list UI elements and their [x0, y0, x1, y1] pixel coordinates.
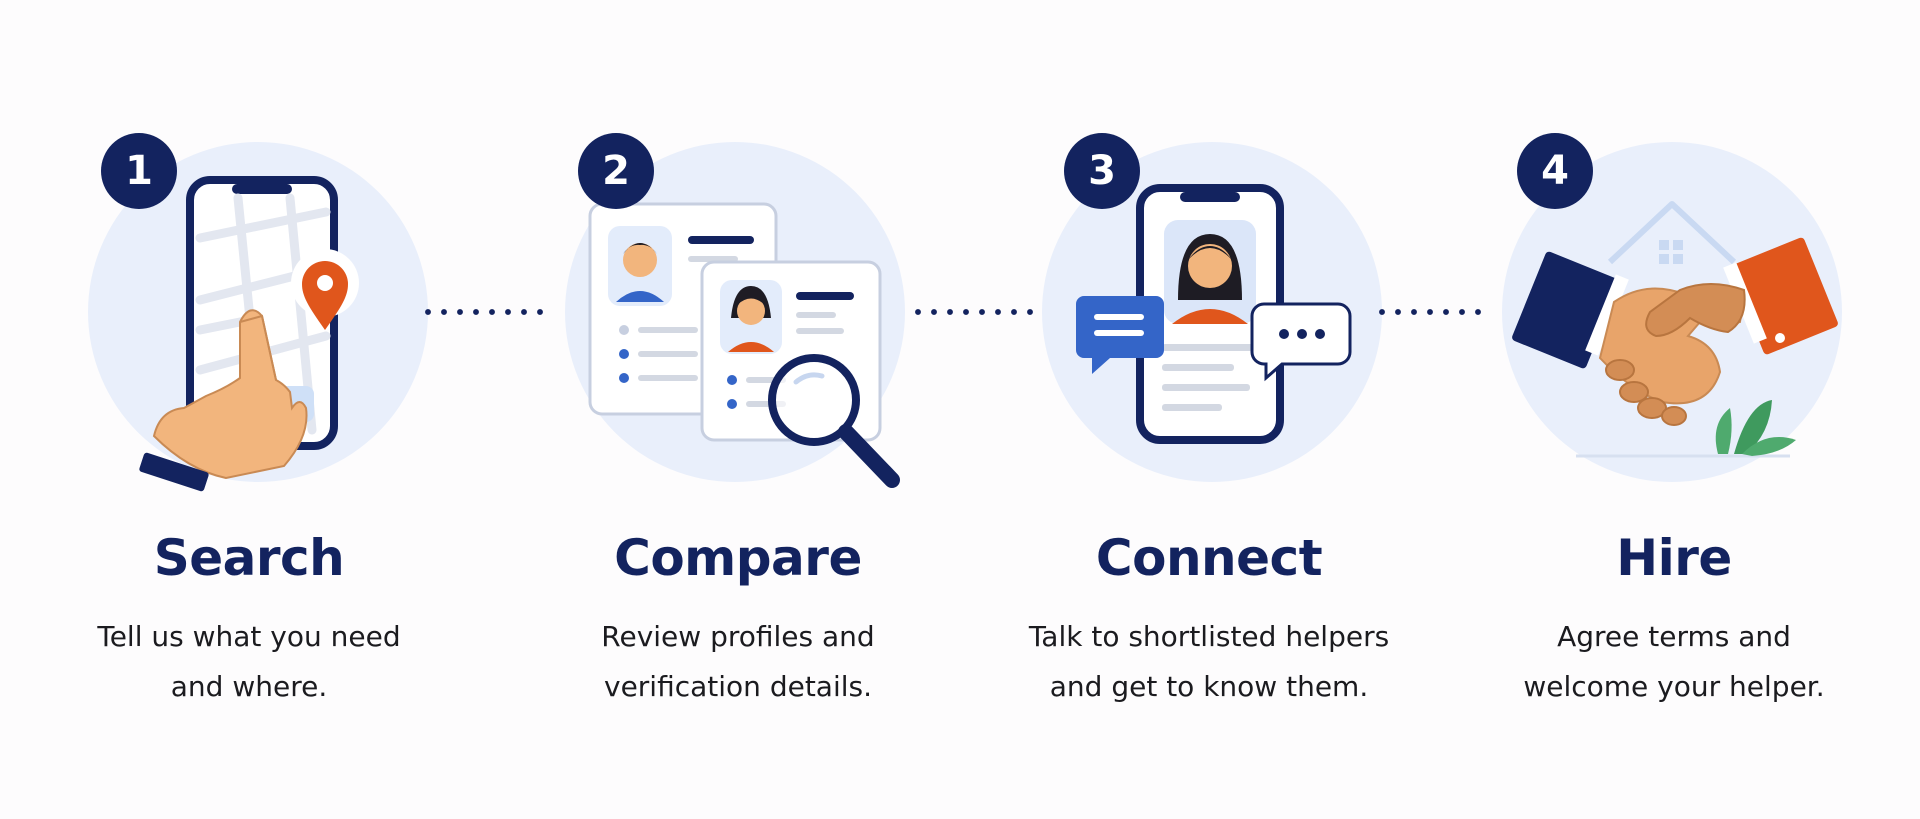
plant-icon — [1715, 400, 1796, 456]
step-3-description-line-1: Talk to shortlisted helpers — [1028, 620, 1390, 653]
step-3-description-line-2: and get to know them. — [1049, 670, 1369, 703]
handshake-icon — [1512, 237, 1838, 426]
step-2-description: Review profiles and verification details… — [518, 612, 958, 712]
step-2-title: Compare — [614, 529, 862, 587]
step-1-number-badge: 1 — [101, 133, 177, 209]
typing-bubble-icon — [1250, 302, 1352, 382]
smartphone-profile-icon — [1136, 184, 1284, 444]
location-pin-icon — [291, 249, 359, 330]
step-1-title: Search — [153, 529, 345, 587]
step-4-description: Agree terms and welcome your helper. — [1454, 612, 1894, 712]
step-4-number-badge: 4 — [1517, 133, 1593, 209]
connector-dots-2-3 — [910, 308, 1038, 316]
step-4-description-line-1: Agree terms and — [1557, 620, 1791, 653]
step-3-number-badge: 3 — [1064, 133, 1140, 209]
step-4-title: Hire — [1616, 529, 1732, 587]
connector-dots-1-2 — [420, 308, 548, 316]
connector-dots-3-4 — [1374, 308, 1486, 316]
pointing-hand-icon — [139, 309, 308, 492]
step-1-description: Tell us what you need and where. — [29, 612, 469, 712]
step-1-description-line-1: Tell us what you need — [97, 620, 401, 653]
step-4-description-line-2: welcome your helper. — [1523, 670, 1825, 703]
step-1-description-line-2: and where. — [170, 670, 328, 703]
step-2-number-badge: 2 — [578, 133, 654, 209]
step-3-description: Talk to shortlisted helpers and get to k… — [989, 612, 1429, 712]
step-2-description-line-2: verification details. — [604, 670, 872, 703]
house-icon — [1576, 201, 1790, 458]
step-3-title: Connect — [1095, 529, 1323, 587]
magnifying-glass-icon — [768, 354, 900, 488]
step-2-description-line-1: Review profiles and — [601, 620, 875, 653]
chat-bubble-icon — [1076, 296, 1164, 374]
